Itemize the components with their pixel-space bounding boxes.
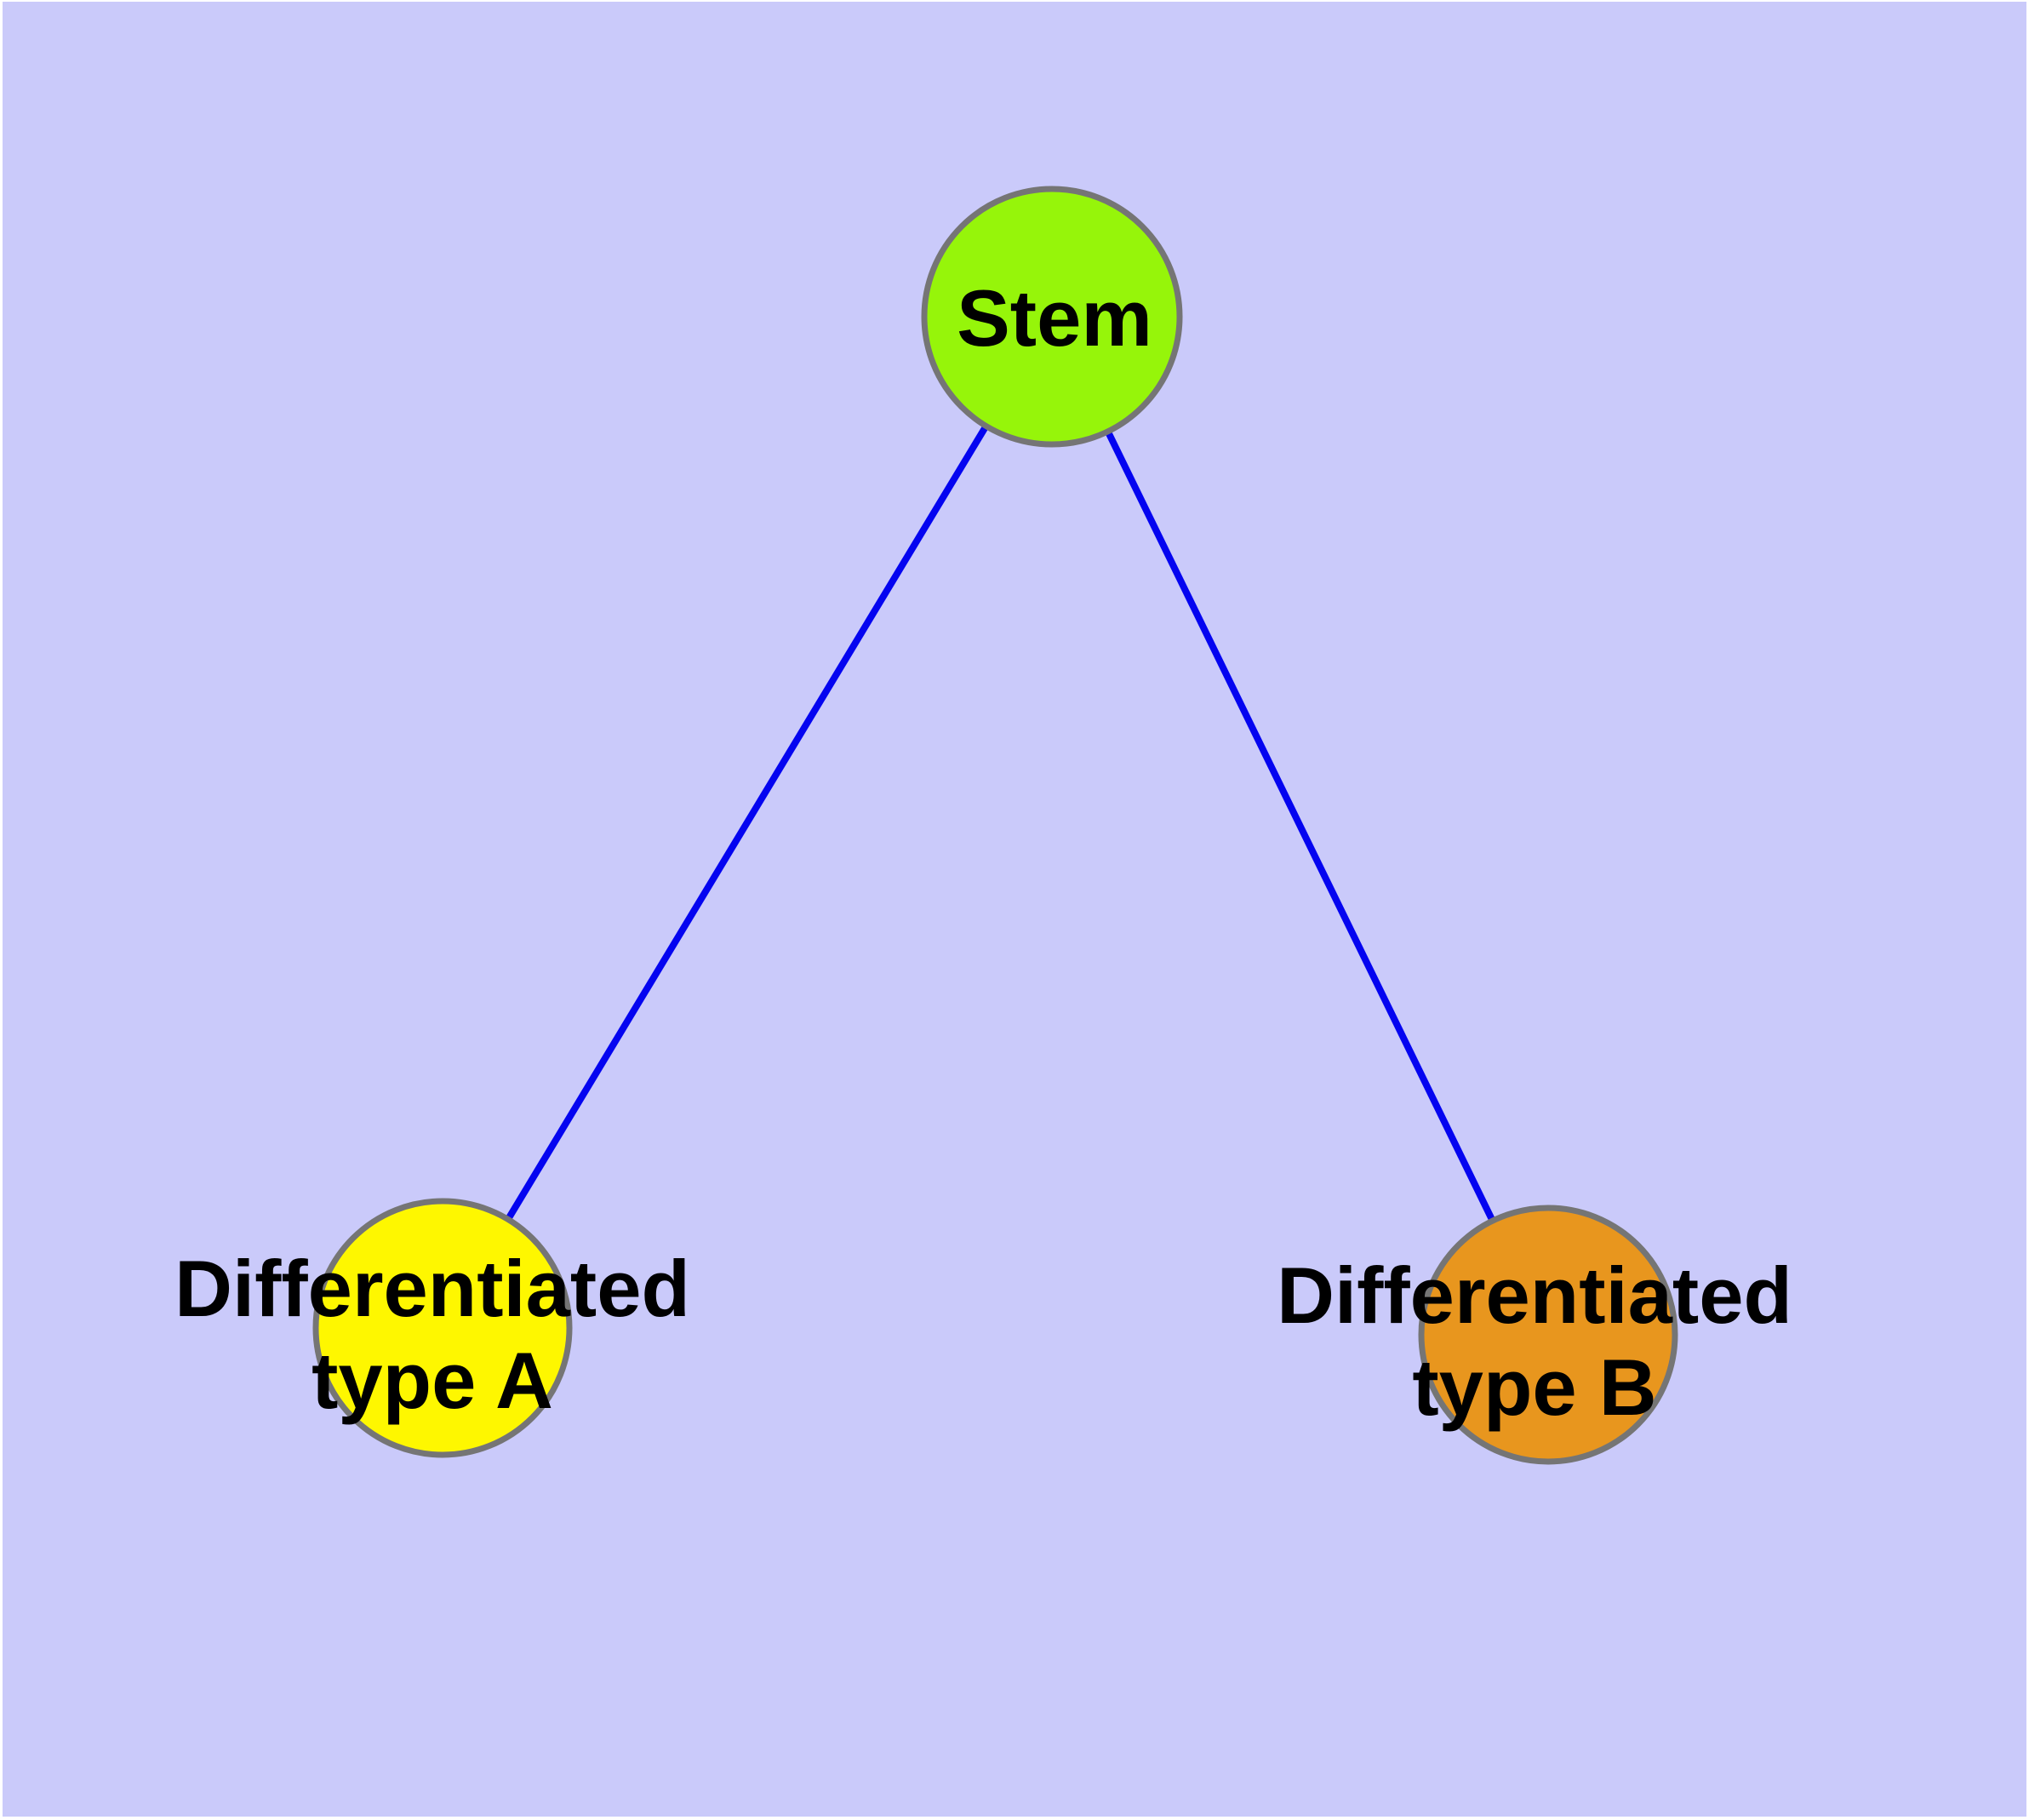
edge-stem-to-type-b [1049, 315, 1552, 1336]
stem-node-circle [921, 186, 1183, 448]
diagram-canvas: Stem Differentiated type A Differentiate… [3, 2, 2026, 1817]
edge-stem-to-type-a [439, 314, 1055, 1331]
stem-differentiation-diagram [312, 186, 1678, 1465]
type-b-node-circle [1418, 1205, 1678, 1465]
type-a-node-circle [312, 1198, 573, 1458]
